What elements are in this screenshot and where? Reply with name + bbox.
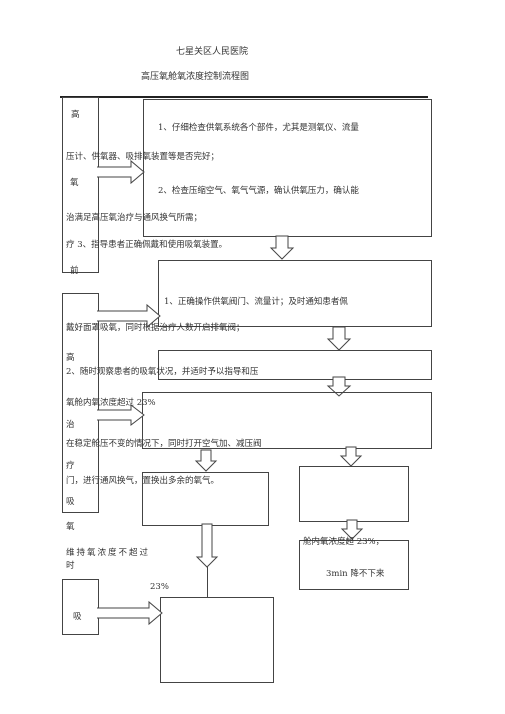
before-phase-box	[62, 97, 99, 273]
during-label-char-4: 治	[66, 420, 75, 430]
arrow-down-4	[194, 449, 218, 472]
step2-box	[158, 260, 432, 327]
step2-line1: 1、正确操作供氧阀门、流量计；及时通知患者佩	[164, 297, 348, 307]
step3-line1: 氧舱内氧浓度超过 23%	[66, 398, 156, 408]
step2-line3: 2、随时观察患者的吸氧状况，并适时予以指导和压	[66, 367, 259, 377]
step3-box	[142, 392, 432, 449]
after-phase-box	[62, 579, 99, 635]
step1-line2: 压计、供氧器、吸排氧装置等是否完好；	[66, 152, 220, 162]
bottom-line3: 23%	[150, 582, 169, 592]
hospital-name: 七星关区人民医院	[176, 47, 249, 57]
during-label-char-6: 吸	[66, 497, 75, 507]
step1-line5: 疗 3、指导患者正确佩戴和使用吸氧装置。	[66, 240, 228, 250]
right-branch-box-top	[299, 466, 409, 522]
arrow-down-6	[340, 519, 364, 540]
before-label-char-1: 高	[71, 110, 80, 120]
during-phase-box	[62, 293, 99, 513]
step1-line4: 治满足高压氧治疗与通风换气所需；	[66, 213, 203, 223]
before-label-char-2: 氧	[70, 178, 79, 188]
action-box-middle	[142, 472, 269, 526]
arrow-right-1	[97, 159, 145, 185]
after-label-char-1: 吸	[73, 612, 82, 622]
arrow-right-4	[97, 600, 163, 626]
during-label-char-1: 高	[66, 353, 75, 363]
arrow-down-3	[326, 376, 352, 397]
arrow-right-2	[97, 303, 161, 329]
page-title: 高压氧舱氧浓度控制流程图	[141, 72, 250, 82]
bottom-line1: 维持氧浓度不超过	[66, 548, 151, 558]
during-label-char-5: 疗	[66, 461, 75, 471]
header-rule	[60, 96, 428, 98]
step1-line3: 2、检查压缩空气、氧气气源，确认供氧压力，确认能	[158, 186, 359, 196]
right-branch-line2: 3min 降不下来	[326, 569, 385, 579]
arrow-down-1	[269, 235, 295, 260]
bottom-box	[160, 597, 274, 683]
bottom-line2: 时	[66, 561, 75, 571]
arrow-right-3	[97, 403, 145, 427]
right-branch-line1: 舱内氧浓度超 23%，	[303, 537, 385, 547]
arrow-down-2	[326, 326, 352, 351]
step1-line1: 1、仔细检查供氧系统各个部件，尤其是测氧仪、流量	[158, 123, 359, 133]
right-branch-box-bottom	[299, 540, 409, 590]
step2-line2: 戴好面罩吸氧，同时根据治疗人数开启排氧阀；	[66, 323, 245, 333]
before-label-char-4: 前	[70, 266, 79, 276]
step3-line2: 在稳定舱压不变的情况下，同时打开空气加、减压阀	[66, 439, 262, 449]
bottom-connector	[207, 567, 208, 597]
arrow-down-5	[339, 446, 363, 467]
arrow-down-7	[195, 523, 219, 568]
step2b-box	[158, 350, 432, 380]
during-label-char-7: 氧	[66, 522, 75, 532]
